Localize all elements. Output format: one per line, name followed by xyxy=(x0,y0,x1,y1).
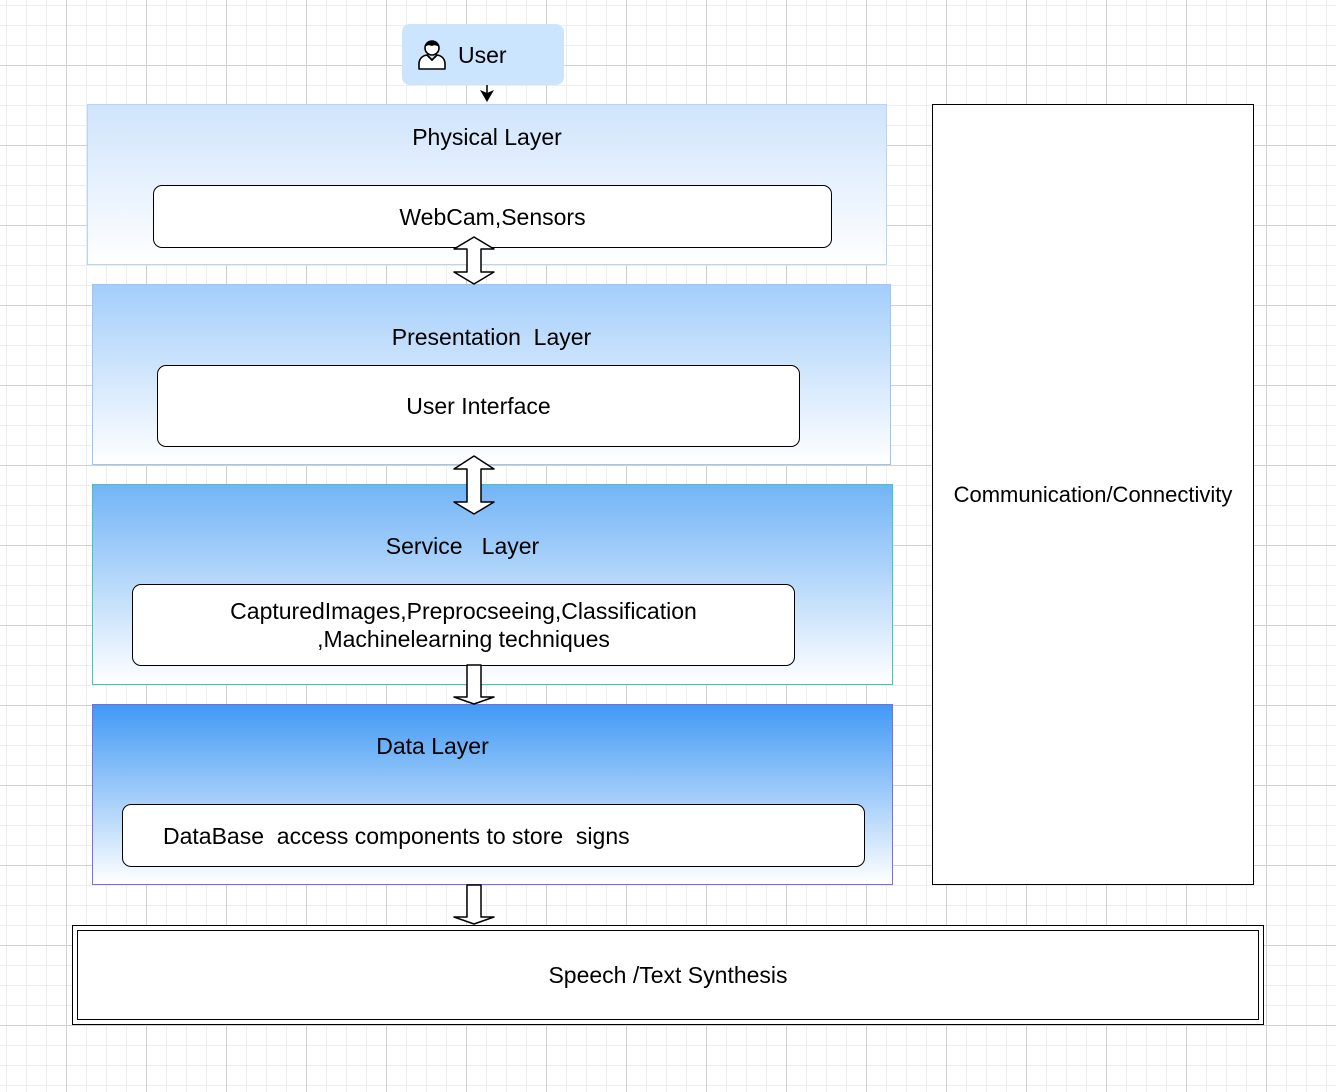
database-access-box[interactable]: DataBase access components to store sign… xyxy=(122,804,865,867)
physical-layer-title: Physical Layer xyxy=(412,124,562,150)
physical-layer[interactable]: Physical Layer WebCam,Sensors xyxy=(87,104,887,265)
presentation-service-double-arrow xyxy=(453,455,495,515)
user-interface-label: User Interface xyxy=(406,393,551,419)
service-to-data-arrow xyxy=(453,664,495,705)
user-icon xyxy=(418,40,446,70)
user-to-physical-arrow xyxy=(480,85,494,102)
speech-text-synthesis-box[interactable]: Speech /Text Synthesis xyxy=(72,925,1264,1025)
service-layer-title: Service Layer xyxy=(385,533,540,559)
data-layer[interactable]: Data Layer DataBase access components to… xyxy=(92,704,893,885)
database-access-label: DataBase access components to store sign… xyxy=(163,822,630,849)
service-components-label: CapturedImages,Preprocseeing,Classificat… xyxy=(230,598,697,652)
user-interface-box[interactable]: User Interface xyxy=(157,365,800,447)
presentation-layer-title: Presentation Layer xyxy=(391,324,592,350)
webcam-sensors-label: WebCam,Sensors xyxy=(399,203,586,230)
service-components-box[interactable]: CapturedImages,Preprocseeing,Classificat… xyxy=(132,584,795,666)
data-layer-title: Data Layer xyxy=(376,733,489,759)
presentation-layer[interactable]: Presentation Layer User Interface xyxy=(92,284,891,465)
user-node[interactable]: User xyxy=(402,24,564,85)
physical-presentation-double-arrow xyxy=(453,236,495,285)
webcam-sensors-box[interactable]: WebCam,Sensors xyxy=(153,185,832,248)
speech-text-synthesis-inner: Speech /Text Synthesis xyxy=(77,930,1259,1020)
communication-connectivity-label: Communication/Connectivity xyxy=(953,481,1233,507)
data-to-speech-arrow xyxy=(453,884,495,925)
user-label: User xyxy=(458,42,507,68)
communication-connectivity-panel[interactable]: Communication/Connectivity xyxy=(932,104,1254,885)
service-layer[interactable]: Service Layer CapturedImages,Preprocseei… xyxy=(92,484,893,685)
speech-text-synthesis-label: Speech /Text Synthesis xyxy=(548,962,788,988)
